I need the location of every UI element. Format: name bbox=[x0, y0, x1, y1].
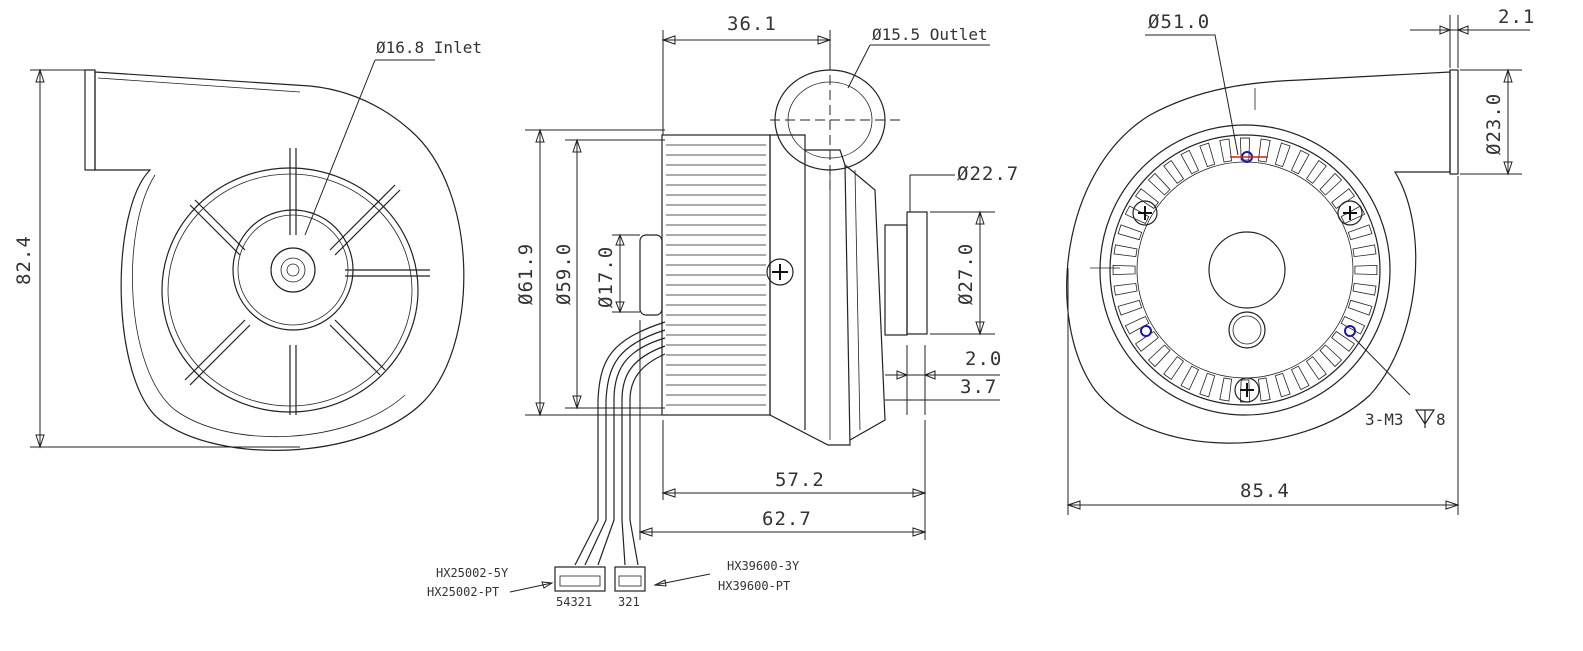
fin-slot bbox=[1257, 377, 1271, 402]
fin-slot bbox=[1319, 344, 1343, 368]
dim-62-7: 62.7 bbox=[762, 508, 812, 530]
back-view: Ø51.0 2.1 Ø23.0 3-M3 8 85.4 bbox=[1066, 6, 1535, 515]
fin-slot bbox=[1274, 142, 1291, 168]
fin-slot bbox=[1347, 299, 1373, 316]
fin-slot bbox=[1331, 188, 1356, 210]
fin-slot bbox=[1239, 137, 1251, 161]
fin-slot bbox=[1219, 377, 1233, 402]
mounting-screw bbox=[1337, 200, 1363, 226]
outlet-label: Ø15.5 Outlet bbox=[872, 25, 988, 44]
screw-note: 3-M3 bbox=[1365, 410, 1404, 429]
fin-slot bbox=[1305, 356, 1327, 381]
fin-slot bbox=[1340, 205, 1366, 225]
connector-right-pins: 321 bbox=[618, 595, 640, 609]
fin-slot bbox=[1147, 344, 1171, 368]
fin-slot bbox=[1274, 372, 1291, 398]
dia-59-0: Ø59.0 bbox=[553, 243, 575, 305]
dia-23-0: Ø23.0 bbox=[1483, 93, 1505, 155]
height-dim: 82.4 bbox=[13, 235, 35, 285]
fin-slot bbox=[1113, 282, 1138, 296]
fin-slot bbox=[1124, 205, 1150, 225]
side-view: 36.1 Ø15.5 Outlet Ø61.9 Ø59.0 Ø17.0 Ø22.… bbox=[427, 13, 1019, 609]
dia-61-9: Ø61.9 bbox=[515, 243, 537, 305]
fin-slot bbox=[1352, 282, 1377, 296]
depth-symbol-icon bbox=[1414, 409, 1436, 428]
fin-slot bbox=[1112, 264, 1136, 276]
fin-slot bbox=[1113, 244, 1138, 258]
dim-57-2: 57.2 bbox=[775, 469, 825, 491]
fin-slot bbox=[1180, 149, 1200, 175]
fin-slot bbox=[1239, 379, 1251, 403]
fin-slot bbox=[1305, 159, 1327, 184]
width-dim-85-4: 85.4 bbox=[1240, 480, 1290, 502]
threaded-hole-marker bbox=[1344, 325, 1356, 337]
connector-left-pins: 54321 bbox=[556, 595, 592, 609]
fin-slot bbox=[1257, 138, 1271, 163]
dim-36-1: 36.1 bbox=[727, 13, 777, 35]
dim-2-1: 2.1 bbox=[1498, 6, 1535, 28]
fin-slot bbox=[1347, 224, 1373, 241]
fin-slot bbox=[1134, 188, 1159, 210]
fin-slot bbox=[1124, 315, 1150, 335]
fin-slot bbox=[1290, 365, 1310, 391]
threaded-hole-marker bbox=[1140, 325, 1152, 337]
dia-17-0: Ø17.0 bbox=[595, 246, 617, 308]
fin-slot bbox=[1117, 224, 1143, 241]
radial-fins bbox=[1112, 137, 1378, 403]
dia-22-7: Ø22.7 bbox=[957, 163, 1019, 185]
fin-slot bbox=[1147, 172, 1171, 196]
fin-slot bbox=[1354, 264, 1378, 276]
fin-slot bbox=[1340, 315, 1366, 335]
fin-slot bbox=[1163, 356, 1185, 381]
fin-slot bbox=[1163, 159, 1185, 184]
fin-slot bbox=[1134, 330, 1159, 352]
screw-depth: 8 bbox=[1436, 410, 1446, 429]
connector-right-part-a: HX39600-3Y bbox=[727, 559, 800, 573]
fin-slot bbox=[1117, 299, 1143, 316]
fin-slot bbox=[1199, 372, 1216, 398]
front-view: Ø16.8 Inlet 82.4 bbox=[13, 38, 482, 451]
dim-2-0: 2.0 bbox=[965, 348, 1002, 370]
fin-slot bbox=[1199, 142, 1216, 168]
connector-left-part-a: HX25002-5Y bbox=[436, 566, 509, 580]
mounting-screw bbox=[1132, 200, 1158, 226]
fin-slot bbox=[1180, 365, 1200, 391]
connector-right-part-b: HX39600-PT bbox=[718, 579, 790, 593]
mounting-screw bbox=[1234, 377, 1260, 403]
dim-3-7: 3.7 bbox=[960, 376, 997, 398]
fin-slot bbox=[1219, 138, 1233, 163]
fin-slot bbox=[1290, 149, 1310, 175]
fin-slot bbox=[1331, 330, 1356, 352]
fin-slot bbox=[1352, 244, 1377, 258]
connector-left-part-b: HX25002-PT bbox=[427, 585, 499, 599]
inlet-label: Ø16.8 Inlet bbox=[376, 38, 482, 57]
fin-slot bbox=[1319, 172, 1343, 196]
dia-51-0: Ø51.0 bbox=[1148, 11, 1210, 33]
dia-27-0: Ø27.0 bbox=[955, 243, 977, 305]
